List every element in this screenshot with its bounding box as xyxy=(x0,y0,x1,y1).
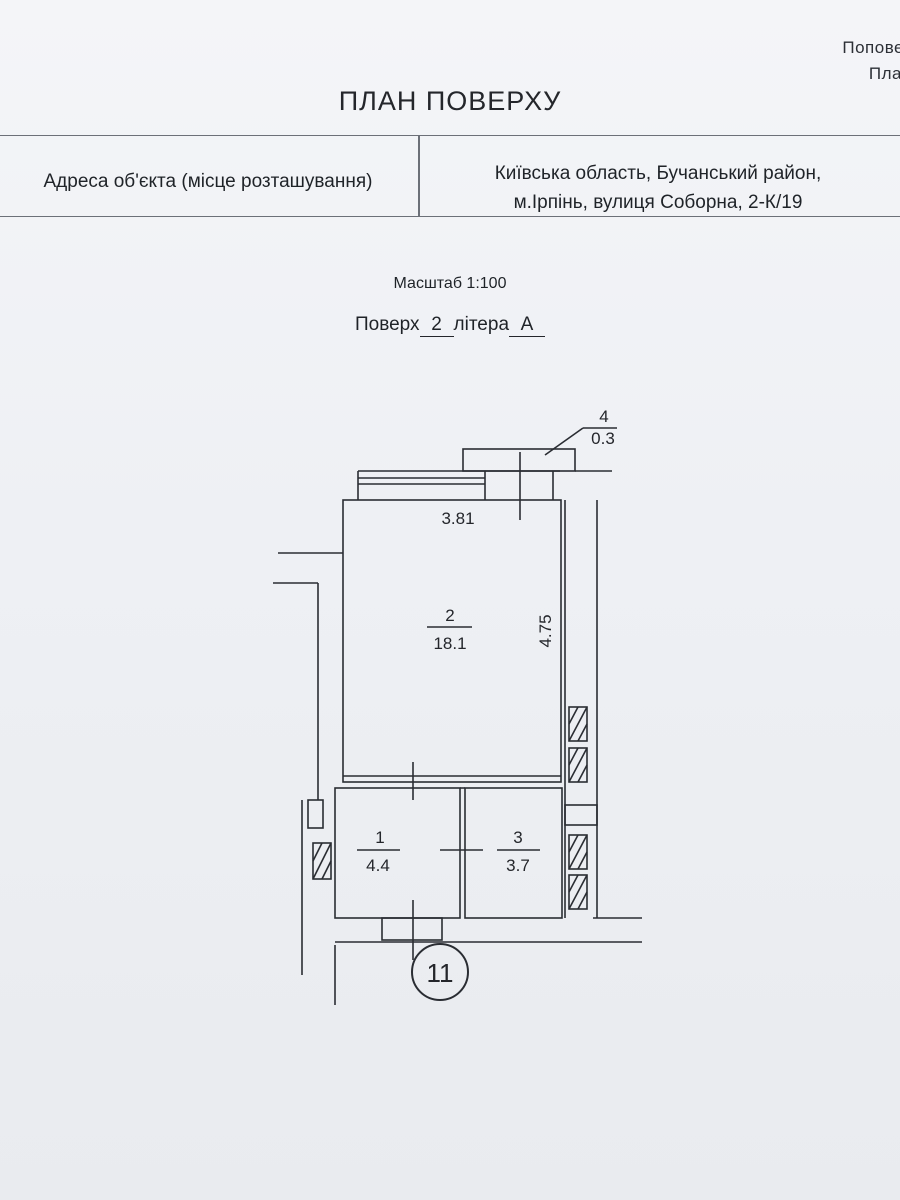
room-4-area: 0.3 xyxy=(591,429,615,448)
room-2-area: 18.1 xyxy=(433,634,466,653)
address-table-divider xyxy=(418,136,420,216)
floor-prefix: Поверх xyxy=(354,314,420,335)
room-3-area: 3.7 xyxy=(506,856,530,875)
leader-line xyxy=(544,427,584,456)
ventilation-ducts-right xyxy=(568,706,588,910)
room-3-outline xyxy=(464,787,563,919)
letter-prefix: літера xyxy=(453,314,510,335)
apartment-number: 11 xyxy=(427,958,454,988)
room-1-outline xyxy=(334,787,461,919)
apartment-number-circle xyxy=(411,943,469,1001)
scale-label: Масштаб 1:100 xyxy=(393,275,507,292)
address-value-line-1: Київська область, Бучанський район, xyxy=(494,163,822,184)
address-value-line-2: м.Ірпінь, вулиця Соборна, 2-К/19 xyxy=(513,192,803,213)
ventilation-duct-left xyxy=(307,799,332,880)
vent-duct xyxy=(307,799,324,829)
entrance-outline xyxy=(381,917,443,941)
room-3-number: 3 xyxy=(513,828,522,847)
room-1-area: 4.4 xyxy=(366,856,390,875)
cropped-header-text-2: Пла xyxy=(868,64,900,83)
cropped-header-text: Попове xyxy=(842,38,900,57)
room-1-number: 1 xyxy=(375,828,384,847)
room-4-number: 4 xyxy=(599,407,608,426)
room-2-outline xyxy=(342,499,562,783)
room-4-outline xyxy=(462,448,576,472)
room-2-number: 2 xyxy=(445,606,454,625)
wall-opening xyxy=(564,804,598,826)
length-dimension: 4.75 xyxy=(536,614,555,647)
address-label: Адреса об'єкта (місце розташування) xyxy=(43,171,373,192)
floor-number: 2 xyxy=(419,314,454,337)
floor-letter: А xyxy=(509,314,546,337)
page-title: ПЛАН ПОВЕРХУ xyxy=(338,86,562,116)
address-table: Адреса об'єкта (місце розташування) Київ… xyxy=(0,135,900,217)
width-dimension: 3.81 xyxy=(441,509,474,528)
